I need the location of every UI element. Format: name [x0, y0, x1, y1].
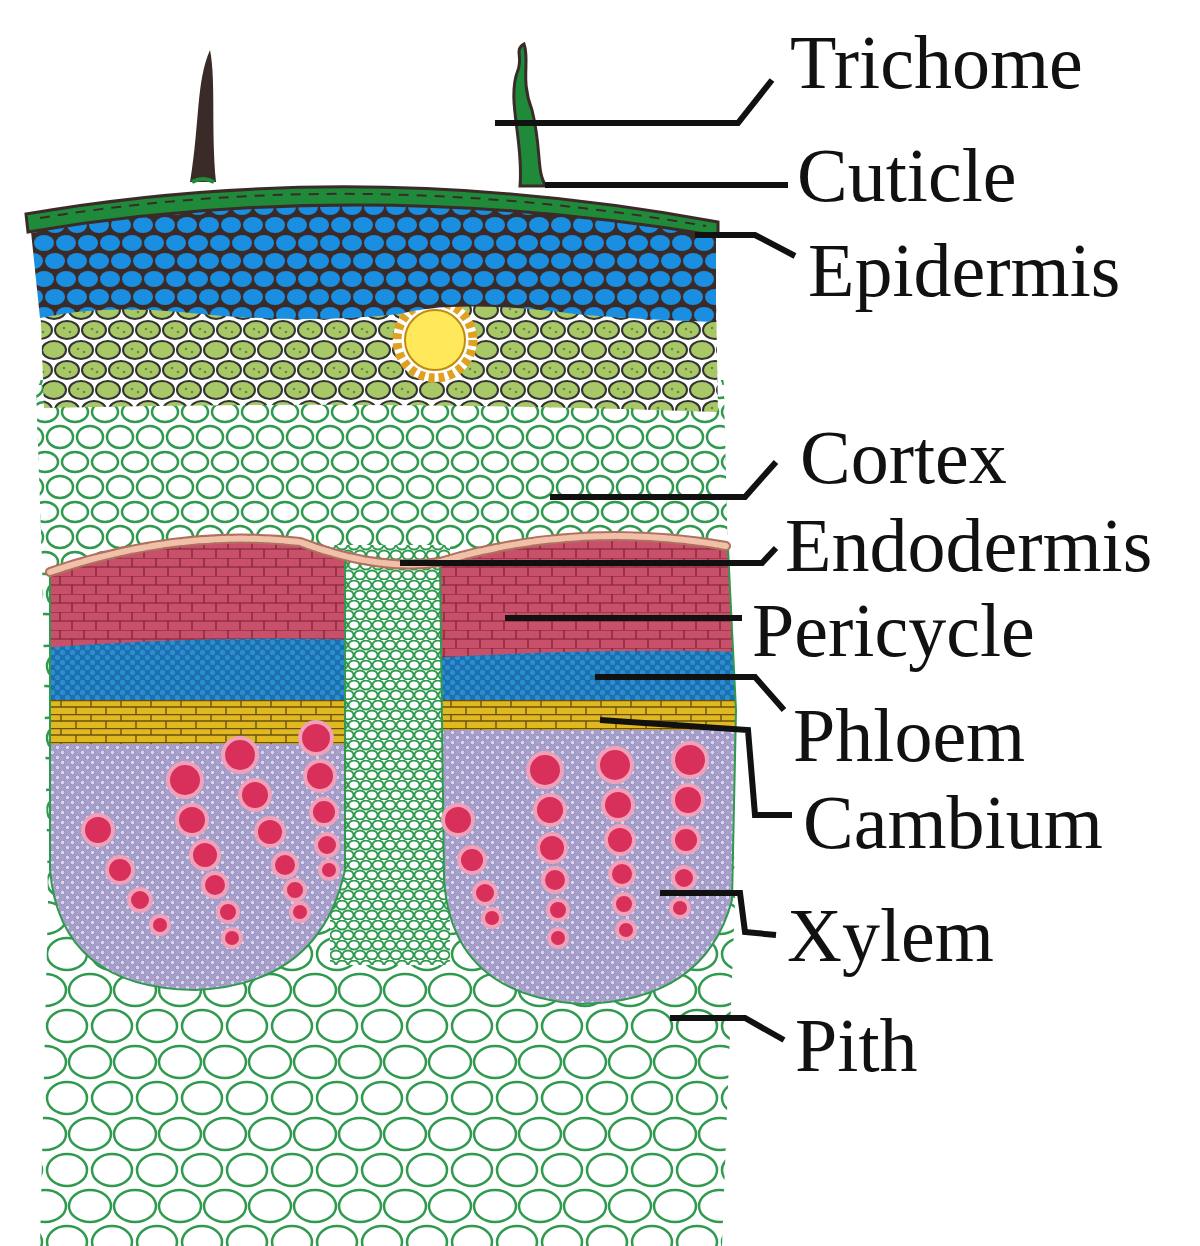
part-label: Cambium — [803, 784, 1103, 860]
part-label: Epidermis — [808, 232, 1120, 308]
part-label: Trichome — [790, 24, 1083, 100]
part-label: Pericycle — [752, 592, 1035, 668]
part-label: Cuticle — [797, 137, 1017, 213]
part-label: Cortex — [800, 419, 1007, 495]
part-label: Pith — [795, 1007, 918, 1083]
part-label: Phloem — [793, 697, 1025, 773]
part-label: Xylem — [787, 897, 994, 973]
part-label: Endodermis — [785, 507, 1152, 583]
